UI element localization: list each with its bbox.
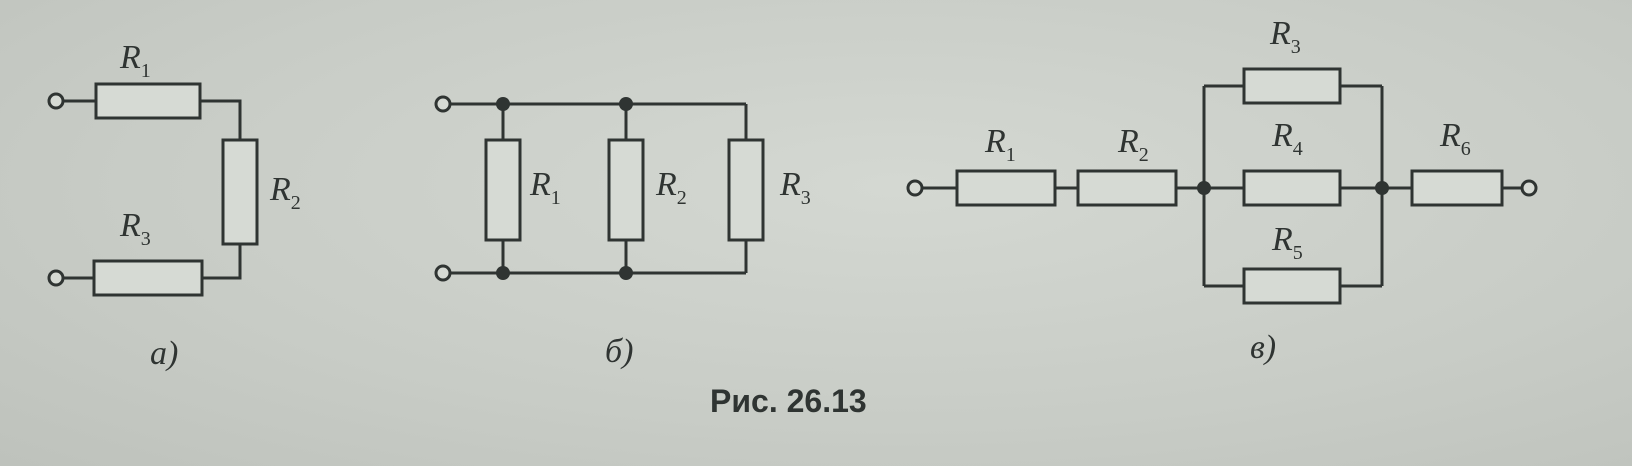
resistor-r2-c <box>1076 169 1178 207</box>
resistor-r3-a <box>92 259 204 297</box>
resistor-r1-b <box>484 138 522 242</box>
label-r3-b: R3 <box>779 166 811 209</box>
resistor-r1-c <box>955 169 1057 207</box>
caption-a: а) <box>150 335 178 372</box>
circuit-c: R1 R2 R3 R4 R5 R6 в) <box>906 15 1538 366</box>
wire <box>202 244 242 280</box>
junction-node <box>1375 181 1389 195</box>
junction-node <box>496 97 510 111</box>
terminal <box>47 269 65 287</box>
circuit-b: R1 R2 R3 б) <box>434 95 811 370</box>
wire <box>200 99 242 140</box>
label-r2-a: R2 <box>269 171 301 214</box>
junction-node <box>496 266 510 280</box>
label-r3-c: R3 <box>1269 15 1301 58</box>
figure-caption: Рис. 26.13 <box>710 383 867 419</box>
caption-c: в) <box>1250 329 1276 366</box>
resistor-r6-c <box>1410 169 1504 207</box>
label-r3-a: R3 <box>119 207 151 250</box>
circuit-a: R1 R2 R3 а) <box>47 39 301 372</box>
label-r4-c: R4 <box>1271 117 1303 160</box>
label-r5-c: R5 <box>1271 221 1303 264</box>
terminal <box>906 179 924 197</box>
terminal <box>434 95 452 113</box>
resistor-r3-c <box>1242 67 1342 105</box>
terminal <box>1520 179 1538 197</box>
label-r2-b: R2 <box>655 166 687 209</box>
resistor-r1-a <box>94 82 202 120</box>
resistor-r5-c <box>1242 267 1342 305</box>
terminal <box>434 264 452 282</box>
resistor-r3-b <box>727 138 765 242</box>
label-r1-b: R1 <box>529 166 561 209</box>
junction-node <box>1197 181 1211 195</box>
resistor-r2-a <box>221 138 259 246</box>
label-r1-a: R1 <box>119 39 151 82</box>
resistor-r4-c <box>1242 169 1342 207</box>
terminal <box>47 92 65 110</box>
label-r2-c: R2 <box>1117 123 1149 166</box>
resistor-r2-b <box>607 138 645 242</box>
junction-node <box>619 97 633 111</box>
junction-node <box>619 266 633 280</box>
label-r1-c: R1 <box>984 123 1016 166</box>
caption-b: б) <box>605 333 633 370</box>
label-r6-c: R6 <box>1439 117 1471 160</box>
